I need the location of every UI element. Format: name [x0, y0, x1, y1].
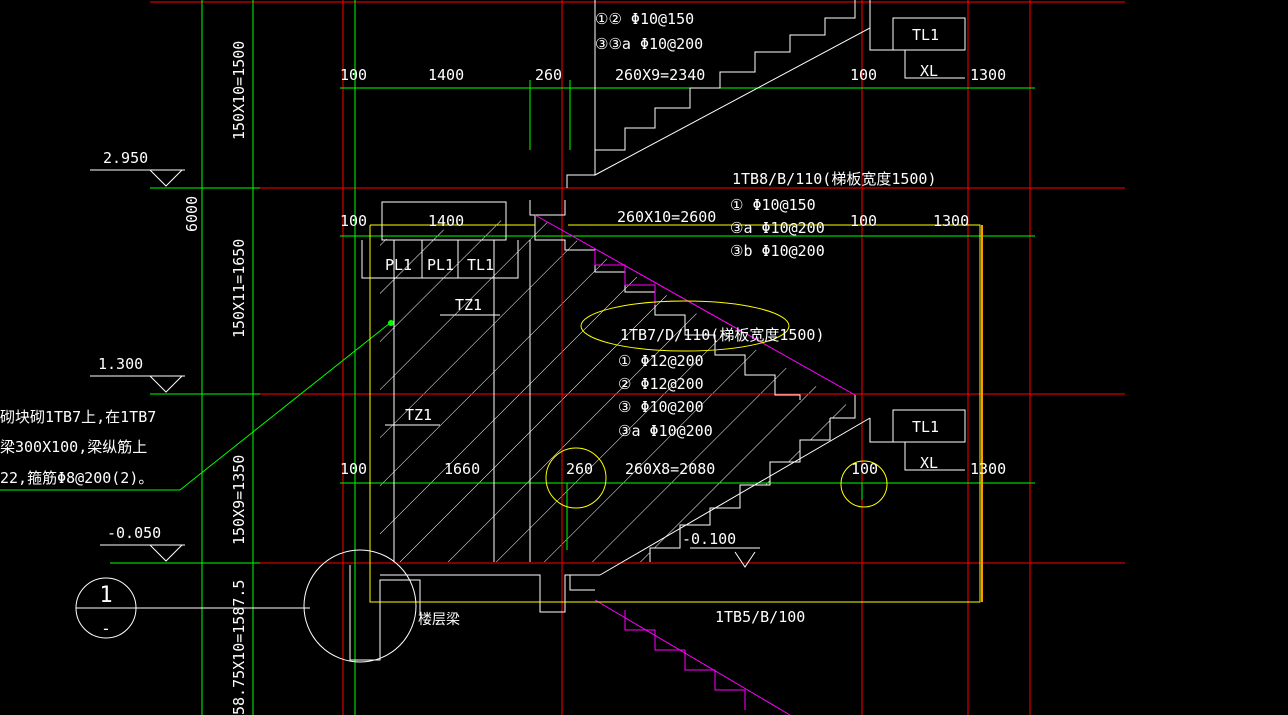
top-dim-1400: 1400 [428, 66, 464, 84]
tb7-bar-2: ② Φ12@200 [618, 375, 704, 393]
top-dim-260: 260 [535, 66, 562, 84]
bottom-dim-2080: 260X8=2080 [625, 460, 715, 478]
stair-edge-lines [534, 214, 856, 715]
tag-tl1-bottom: TL1 [912, 418, 939, 436]
tb7-title: 1TB7/D/110(梯板宽度1500) [620, 326, 825, 344]
slab-outline [369, 224, 981, 603]
top-dim-2340: 260X9=2340 [615, 66, 705, 84]
vdim-1500: 150X10=1500 [230, 41, 248, 140]
mid-dim-100-right: 100 [850, 212, 877, 230]
tb7-bar-1: ① Φ12@200 [618, 352, 704, 370]
upper-stair-flight [566, 0, 900, 188]
axis-lines-vertical [342, 0, 1031, 715]
leader-point [388, 320, 394, 326]
tag-floor-beam: 楼层梁 [418, 612, 460, 628]
tl-xl-box-top [892, 17, 966, 79]
level-symbols [90, 169, 185, 562]
tb8-bar-3: ③b Φ10@200 [730, 242, 825, 260]
mid-dim-2600: 260X10=2600 [617, 208, 716, 226]
tag-tl1-mid: TL1 [467, 256, 494, 274]
dimension-lines [0, 0, 1035, 715]
bottom-dim-1660: 1660 [444, 460, 480, 478]
vdim-6000: 6000 [183, 196, 201, 232]
level-minus-0100: -0.100 [682, 530, 736, 548]
tb7-bar-4: ③a Φ10@200 [618, 422, 713, 440]
vdim-1350: 150X9=1350 [230, 455, 248, 545]
tag-pl1-b: PL1 [427, 256, 454, 274]
tag-tz1-a: TZ1 [455, 296, 482, 314]
top-bar-note-1: ①② Φ10@150 [595, 10, 694, 28]
left-note-line-1: 砌块砌1TB7上,在1TB7 [0, 408, 156, 426]
section-mark-number: 1 [99, 583, 112, 608]
tb8-bar-1: ① Φ10@150 [730, 196, 816, 214]
top-dim-100-right: 100 [850, 66, 877, 84]
vdim-1650: 150X11=1650 [230, 239, 248, 338]
section-mark-sub: - [101, 619, 111, 638]
section-mark: 1 - [75, 577, 310, 639]
floor-beam-detail-circle [303, 549, 417, 663]
tb5-title: 1TB5/B/100 [715, 608, 805, 626]
tag-tl1-top: TL1 [912, 26, 939, 44]
bottom-dim-260: 260 [566, 460, 593, 478]
tag-pl1-a: PL1 [385, 256, 412, 274]
left-note-line-2: 梁300X100,梁纵筋上 [0, 438, 147, 456]
top-dim-1300: 1300 [970, 66, 1006, 84]
mid-dim-1300: 1300 [933, 212, 969, 230]
landing-structure [349, 201, 760, 661]
vdim-1587: 58.75X10=1587.5 [230, 580, 248, 715]
top-dim-100: 100 [340, 66, 367, 84]
mid-dim-1400: 1400 [428, 212, 464, 230]
tag-xl-top: XL [920, 62, 938, 80]
level-1300: 1.300 [98, 355, 143, 373]
tl-xl-box-bottom [869, 409, 966, 471]
dim-260-highlight-circle [545, 447, 607, 509]
top-bar-note-2: ③③a Φ10@200 [595, 35, 703, 53]
tag-xl-bottom: XL [920, 454, 938, 472]
bottom-dim-1300: 1300 [970, 460, 1006, 478]
left-note-line-3: 22,箍筋Φ8@200(2)。 [0, 469, 153, 487]
tag-tz1-b: TZ1 [405, 406, 432, 424]
dim-100-highlight-circle [840, 460, 888, 508]
tb7-highlight-ellipse [580, 300, 790, 352]
tb7-bar-3: ③ Φ10@200 [618, 398, 704, 416]
tb8-title: 1TB8/B/110(梯板宽度1500) [732, 170, 937, 188]
level-minus-0050: -0.050 [107, 524, 161, 542]
bottom-dim-100-right: 100 [851, 460, 878, 478]
mid-dim-100: 100 [340, 212, 367, 230]
bottom-dim-100: 100 [340, 460, 367, 478]
tb8-bar-2: ③a Φ10@200 [730, 219, 825, 237]
level-2950: 2.950 [103, 149, 148, 167]
